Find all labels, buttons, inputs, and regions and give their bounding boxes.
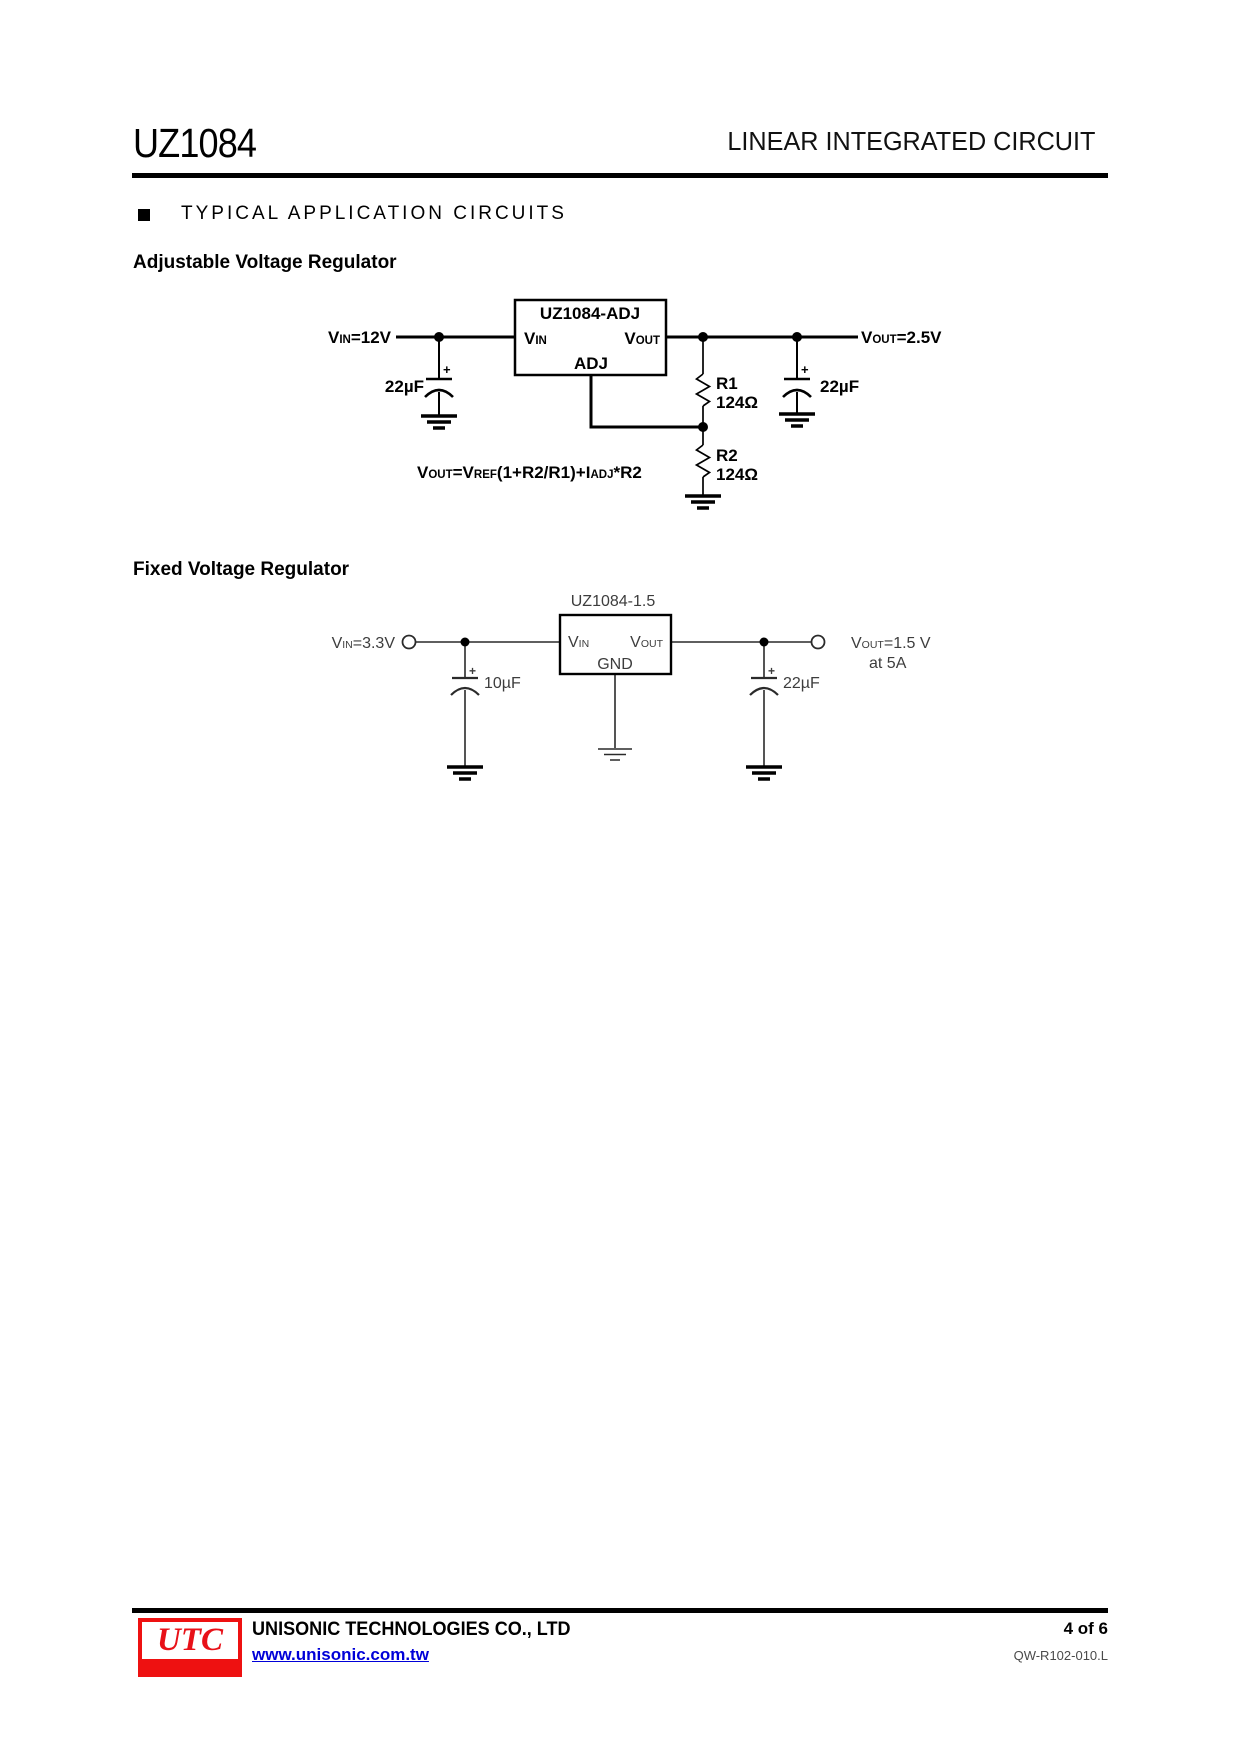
resistor-r2-value: 124Ω (716, 465, 758, 484)
output-cap-value: 22µF (820, 377, 859, 396)
fixed-regulator-heading: Fixed Voltage Regulator (133, 559, 350, 580)
ground-symbol (779, 412, 815, 428)
junction-dot (792, 332, 802, 342)
output-current-label: at 5A (869, 655, 907, 672)
resistor-r1-value: 124Ω (716, 393, 758, 412)
chip-label: UZ1084-ADJ (540, 304, 640, 323)
ground-symbol (746, 765, 782, 781)
output-voltage-label: VOUT=2.5V (861, 328, 942, 347)
footer-divider (132, 1608, 1108, 1613)
utc-logo-inner: UTC (142, 1622, 238, 1659)
input-voltage-label: VIN=12V (328, 328, 392, 347)
resistor-symbol-r1 (694, 373, 712, 407)
plus-polarity: + (801, 362, 809, 377)
fixed-regulator-schematic: + + UZ1084-1.5 VIN VOUT GND VIN=3.3V VOU… (332, 593, 931, 781)
pin-label-vout: VOUT (624, 329, 660, 348)
ground-symbol (685, 494, 721, 510)
junction-dot (698, 422, 708, 432)
resistor-r2-name: R2 (716, 446, 738, 465)
document-title: LINEAR INTEGRATED CIRCUIT (726, 126, 1095, 156)
ground-symbol (598, 748, 632, 761)
header-divider (132, 173, 1108, 178)
capacitor-symbol (749, 686, 779, 696)
output-voltage-label: VOUT=1.5 V (851, 635, 931, 652)
plus-polarity: + (469, 664, 476, 678)
capacitor-symbol (450, 686, 480, 696)
output-terminal-circle (810, 634, 826, 650)
section-title: TYPICAL APPLICATION CIRCUITS (181, 203, 567, 224)
capacitor-symbol (782, 388, 812, 398)
ground-symbol (421, 414, 457, 430)
pin-label-adj: ADJ (574, 354, 608, 373)
adjustable-regulator-schematic: + + UZ1084-ADJ VIN VOUT ADJ VIN=12V VOUT… (328, 298, 942, 510)
junction-dot (759, 637, 769, 647)
junction-dot (460, 637, 470, 647)
page-number: 4 of 6 (1063, 1619, 1108, 1638)
input-voltage-label: VIN=3.3V (332, 635, 396, 652)
plus-polarity: + (443, 362, 451, 377)
document-code: QW-R102-010.L (1013, 1648, 1108, 1663)
plus-polarity: + (768, 664, 775, 678)
pin-label-vout: VOUT (630, 634, 663, 651)
input-cap-value: 10µF (484, 675, 521, 692)
pin-label-gnd: GND (597, 656, 633, 673)
utc-logo: UTC (138, 1618, 242, 1677)
output-cap-value: 22µF (783, 675, 820, 692)
capacitor-symbol (424, 388, 454, 398)
resistor-r1-name: R1 (716, 374, 738, 393)
input-cap-value: 22µF (385, 377, 424, 396)
pin-label-vin: VIN (568, 634, 589, 651)
part-number-title: UZ1084 (133, 120, 257, 166)
section-bullet-icon (138, 209, 150, 221)
wire-adj-feedback (589, 375, 703, 429)
company-website-link[interactable]: www.unisonic.com.tw (252, 1645, 429, 1664)
regulator-chip-box (513, 298, 668, 377)
regulator-chip-box (558, 613, 673, 676)
utc-logo-text: UTC (157, 1622, 223, 1658)
pin-label-vin: VIN (524, 329, 547, 348)
adjustable-regulator-heading: Adjustable Voltage Regulator (133, 252, 397, 273)
output-voltage-formula: VOUT=VREF(1+R2/R1)+IADJ*R2 (417, 463, 642, 482)
ground-symbol (447, 765, 483, 781)
resistor-symbol-r2 (694, 444, 712, 478)
junction-dot (434, 332, 444, 342)
junction-dot (698, 332, 708, 342)
company-name: UNISONIC TECHNOLOGIES CO., LTD (252, 1619, 571, 1640)
input-terminal-circle (401, 634, 417, 650)
chip-label: UZ1084-1.5 (571, 593, 656, 610)
